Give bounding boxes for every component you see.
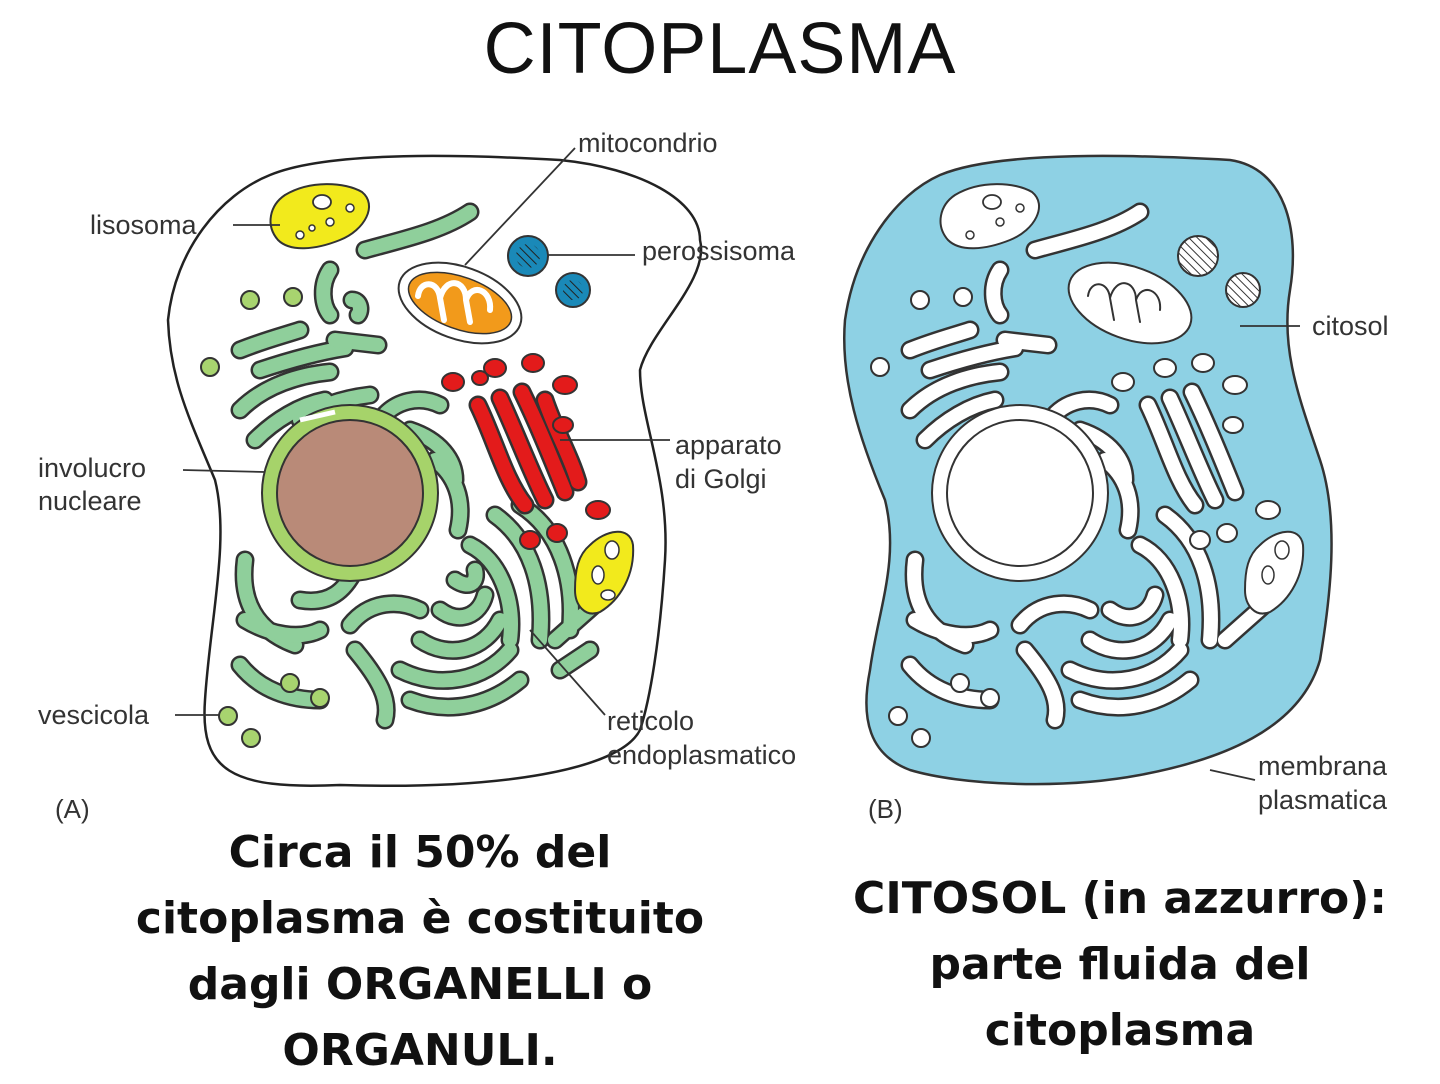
- panel-label-a: (A): [55, 794, 90, 824]
- caption-line: dagli ORGANELLI o: [187, 959, 653, 1010]
- caption-line: CITOSOL (in azzurro):: [853, 873, 1387, 924]
- caption-line: Circa il 50% del: [228, 827, 612, 878]
- label-vescicola: vescicola: [38, 700, 150, 730]
- label-membrana: membrana: [1258, 751, 1388, 781]
- caption-line: ORGANULI.: [282, 1025, 558, 1076]
- vesicles: [200, 287, 330, 748]
- caption-line: citoplasma: [984, 1005, 1256, 1056]
- nucleus: [276, 419, 424, 567]
- lysosome: [269, 183, 370, 250]
- label-plasmatica: plasmatica: [1258, 785, 1388, 815]
- label-lisosoma: lisosoma: [90, 210, 198, 240]
- caption-citosol: CITOSOL (in azzurro): parte fluida del c…: [820, 866, 1420, 1064]
- page-title: CITOPLASMA: [483, 9, 957, 89]
- label-involucro: involucro: [38, 453, 146, 483]
- leader-lines-b: [1209, 325, 1300, 781]
- label-perossisoma: perossisoma: [642, 236, 796, 266]
- label-mitocondrio: mitocondrio: [578, 128, 718, 158]
- caption-organelli: Circa il 50% del citoplasma è costituito…: [120, 820, 720, 1084]
- label-apparato: apparato: [675, 430, 782, 460]
- label-nucleare: nucleare: [38, 486, 142, 516]
- caption-line: parte fluida del: [929, 939, 1311, 990]
- cell-b: [843, 154, 1333, 786]
- label-di-golgi: di Golgi: [675, 464, 767, 494]
- label-reticolo: reticolo: [607, 706, 694, 736]
- caption-line: citoplasma è costituito: [135, 893, 705, 944]
- label-citosol: citosol: [1312, 311, 1389, 341]
- leader-lines-a: [175, 147, 670, 716]
- cell-a: [166, 147, 703, 788]
- label-endoplasmatico: endoplasmatico: [607, 740, 796, 770]
- panel-label-b: (B): [868, 794, 903, 824]
